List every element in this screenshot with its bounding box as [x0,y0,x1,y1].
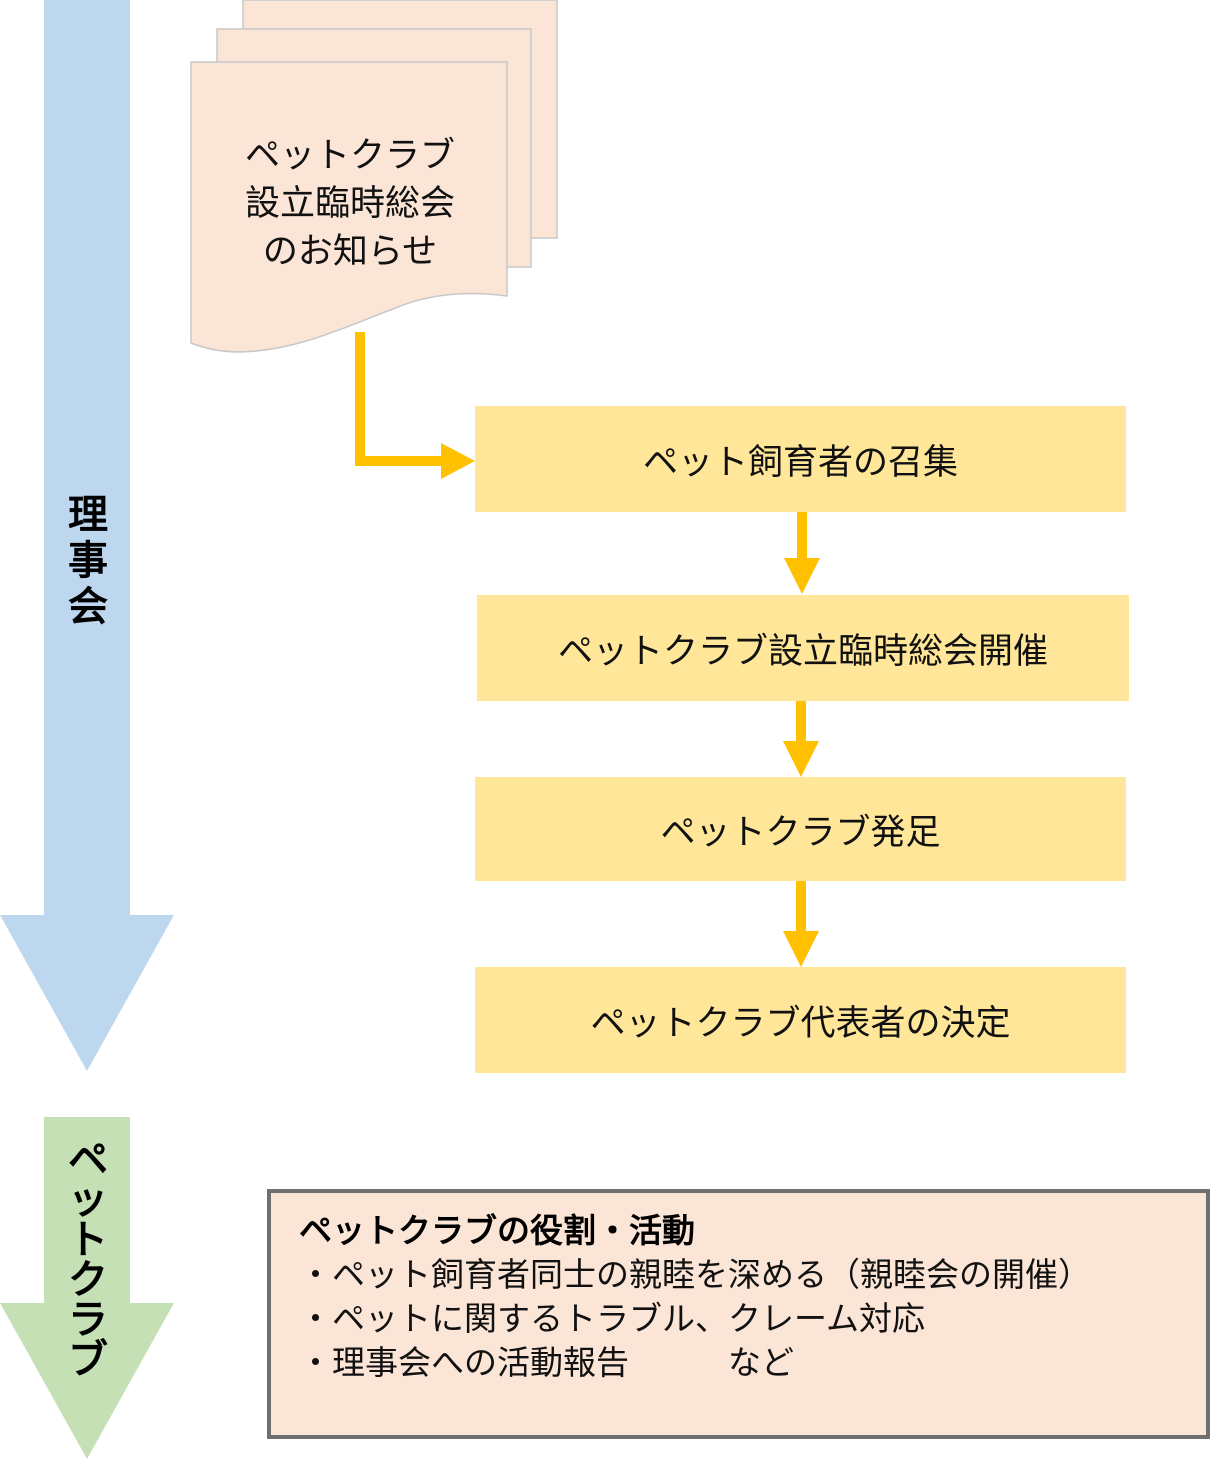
step-hold-founding-meeting: ペットクラブ設立臨時総会開催 [477,595,1129,701]
step-arrows [783,512,820,967]
step-arrow-2-head [783,741,819,777]
document-sheet-front [190,61,508,353]
document-title-line-3: のお知らせ [262,232,438,272]
step-decide-representative: ペットクラブ代表者の決定 [475,967,1126,1073]
board-label-char: 事 [68,538,108,584]
pet-club-label-char: ト [68,1217,108,1263]
notice-document-stack [190,0,558,353]
pet-club-label-char: ラ [68,1297,108,1343]
step-launch-pet-club: ペットクラブ発足 [475,777,1126,881]
pet-club-lane-label: ペ ッ ト ク ラ ブ [64,1140,112,1380]
pet-club-roles-box: ペットクラブの役割・活動 ・ペット飼育者同士の親睦を深める（親睦会の開催） ・ペ… [267,1189,1210,1439]
step-arrow-1-head [784,558,820,594]
pet-club-label-char: ブ [68,1337,108,1383]
pet-club-label-char: ペ [68,1137,108,1183]
roles-list-item: ・ペットに関するトラブル、クレーム対応 [299,1299,926,1338]
roles-box-title: ペットクラブの役割・活動 [299,1211,695,1250]
board-label-char: 理 [68,492,108,538]
pet-club-label-char: ク [68,1257,108,1303]
document-title-line-1: ペットクラブ [244,136,455,176]
step-arrow-3-head [783,931,819,967]
roles-list-item: ・ペット飼育者同士の親睦を深める（親睦会の開催） [299,1255,1091,1294]
roles-list-item: ・理事会への活動報告 など [299,1343,794,1382]
board-lane-arrow [0,0,174,1071]
pet-club-lane-arrow [0,1117,174,1459]
document-to-step-connector [355,332,446,466]
pet-club-label-char: ッ [68,1177,108,1223]
document-title-line-2: 設立臨時総会 [244,184,455,224]
board-lane-label: 理 事 会 [66,492,110,630]
document-to-step-arrowhead [441,443,475,479]
step-convene-pet-owners: ペット飼育者の召集 [475,406,1126,512]
board-label-char: 会 [68,584,108,630]
